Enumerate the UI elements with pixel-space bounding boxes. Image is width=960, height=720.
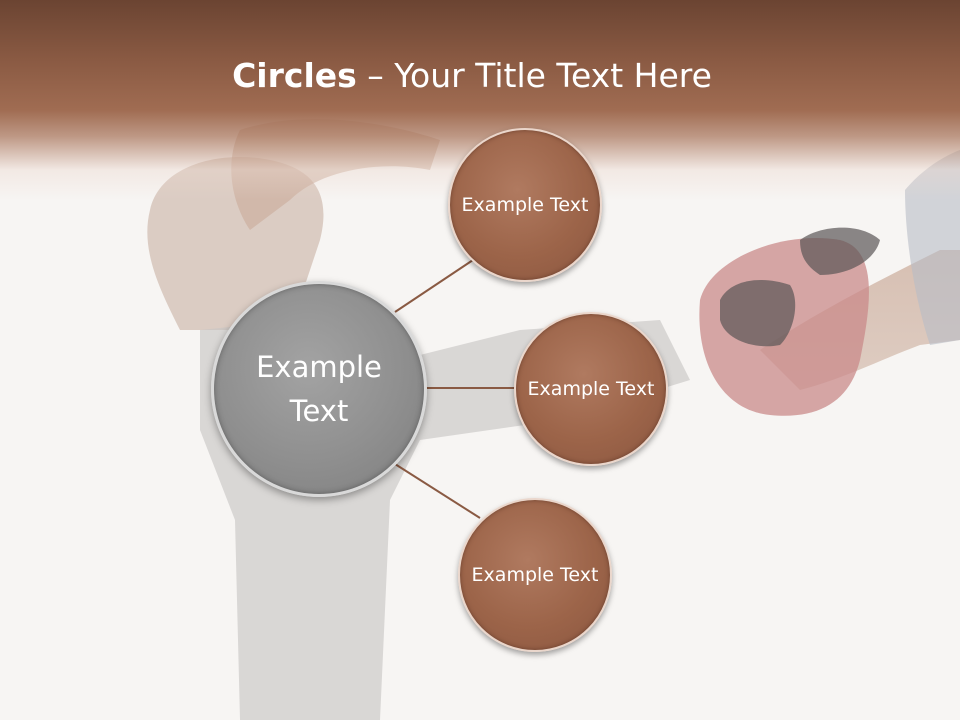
node-circle-bottom: Example Text xyxy=(458,498,612,652)
center-circle: Example Text xyxy=(211,281,427,497)
node-circle-middle: Example Text xyxy=(514,312,668,466)
title-rest-part: – Your Title Text Here xyxy=(356,56,712,95)
node-circle-top: Example Text xyxy=(448,128,602,282)
node-circle-label: Example Text xyxy=(471,564,599,586)
connector-line-bottom xyxy=(394,463,481,519)
slide-title: Circles – Your Title Text Here xyxy=(0,52,944,100)
center-circle-label: Example Text xyxy=(256,350,382,428)
node-circle-label: Example Text xyxy=(527,378,655,400)
node-circle-label: Example Text xyxy=(461,194,589,216)
glove-shape xyxy=(720,280,796,347)
title-bold-part: Circles xyxy=(232,56,357,95)
connector-line-top xyxy=(394,257,477,313)
glove-shape-2 xyxy=(800,227,880,275)
